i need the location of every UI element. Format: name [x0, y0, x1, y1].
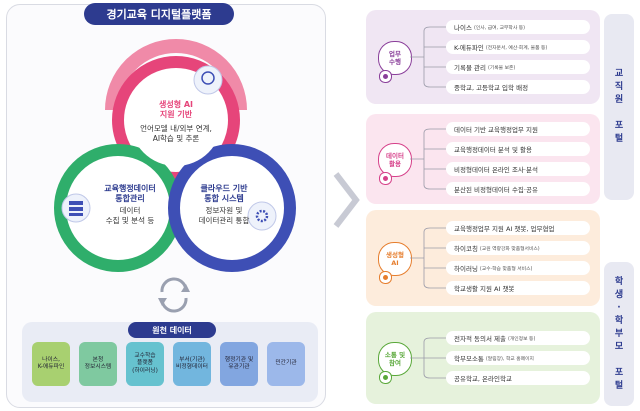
source-item-label: 교수학습: [134, 352, 156, 359]
service-item: 하이코칭(교원 역량강화 맞춤형서비스): [446, 241, 590, 255]
service-item: 전자적 동의서 제출(개인정보 등): [446, 331, 590, 345]
service-item-label: 기록물 관리: [454, 64, 486, 72]
service-item-sublabel: (교수·학습 맞춤형 서비스): [479, 266, 533, 272]
service-group-badge-label: AI: [391, 259, 399, 267]
bracket-connector: [410, 337, 446, 379]
source-item-label: 비정형데이터: [176, 364, 208, 370]
top-circle-ring: [105, 39, 247, 111]
service-group-badge-label: 데이터: [386, 152, 404, 160]
service-item-label: 비정형데이터 온라인 조사·분석: [454, 166, 538, 174]
service-group-badge-label: 수행: [389, 58, 401, 66]
source-item: 부서(기관)비정형데이터: [173, 342, 211, 386]
service-item: 교육행정업무 지원 AI 챗봇, 업무협업: [446, 221, 590, 235]
source-item-label: 나이스,: [42, 356, 60, 363]
service-item-label: 하이코칭: [454, 245, 478, 253]
bracket-connector: [410, 26, 446, 88]
page-title: 경기교육 디지털플랫폼: [84, 3, 234, 25]
source-item-label: 플랫폼: [136, 360, 153, 367]
bracket-connector: [410, 128, 446, 190]
source-item-label: (하이러닝): [132, 367, 158, 374]
service-item-label: 나이스: [454, 24, 472, 32]
source-item-label: 부서(기관): [179, 356, 205, 363]
cycle-arrows-icon: [158, 277, 190, 313]
service-item-label: 데이터 기반 교육행정업무 지원: [454, 126, 538, 134]
service-item-sublabel: (기록물 보존): [487, 65, 516, 71]
service-group-badge-label: 생성형: [386, 251, 404, 259]
connector-dot-icon: [379, 70, 392, 83]
service-item: 학교생활 지원 AI 챗봇: [446, 281, 590, 295]
service-group-badge-label: 참여: [389, 359, 401, 367]
gear-icon: [247, 201, 277, 231]
service-group-badge-label: 업무: [389, 50, 401, 58]
service-item-label: 중학교, 고등학교 입학 배정: [454, 84, 529, 92]
source-item-label: 민간기관: [275, 360, 297, 367]
source-item-label: K-에듀파인: [37, 364, 65, 370]
service-item-label: 하이러닝: [454, 265, 478, 273]
connector-dot-icon: [379, 371, 392, 384]
service-item-label: 분산된 비정형데이터 수집·공유: [454, 186, 538, 194]
ai-head-icon: [193, 65, 223, 95]
service-item: 데이터 기반 교육행정업무 지원: [446, 122, 590, 136]
platform-diagram: [54, 39, 296, 313]
service-item-sublabel: (개인정보 등): [507, 336, 536, 342]
service-item: K-에듀파인(전자문서, 예산·회계, 물품 등): [446, 40, 590, 54]
service-item-label: K-에듀파인: [454, 44, 484, 52]
service-item-sublabel: (교원 역량강화 맞춤형서비스): [479, 246, 540, 252]
service-item: 공유학교, 온라인학교: [446, 371, 590, 385]
source-item: 민간기관: [267, 342, 305, 386]
service-item-sublabel: (인사, 급여, 교무학사 등): [473, 25, 526, 31]
service-item: 하이러닝(교수·학습 맞춤형 서비스): [446, 261, 590, 275]
source-data-title: 원천 데이터: [128, 322, 216, 338]
bracket-connector: [410, 227, 446, 289]
service-item-label: 전자적 동의서 제출: [454, 335, 506, 343]
service-item-label: 학부모소통: [454, 355, 484, 363]
service-item: 기록물 관리(기록물 보존): [446, 60, 590, 74]
service-item: 학부모소통(알림장), 학교 홈페이지: [446, 351, 590, 365]
service-item: 교육행정데이터 분석 및 활용: [446, 142, 590, 156]
right-circle-text: 클라우드 기반 통합 시스템 정보자원 및 데이터관리 통합: [198, 184, 250, 225]
source-item-label: 정보시스템: [84, 364, 112, 370]
service-item: 분산된 비정형데이터 수집·공유: [446, 182, 590, 196]
service-group-badge-label: 소통 및: [384, 351, 406, 359]
service-item-label: 학교생활 지원 AI 챗봇: [454, 285, 515, 293]
source-item-label: 행정기관 및: [224, 356, 254, 363]
connector-dot-icon: [379, 271, 392, 284]
service-item: 중학교, 고등학교 입학 배정: [446, 80, 590, 94]
service-item-sublabel: (알림장), 학교 홈페이지: [485, 356, 534, 362]
connector-dot-icon: [379, 172, 392, 185]
service-group-badge-label: 활용: [389, 160, 401, 168]
service-item-label: 공유학교, 온라인학교: [454, 375, 512, 383]
source-item-label: 본청: [92, 356, 104, 363]
chevron-right-icon: [333, 172, 360, 228]
source-item: 나이스,K-에듀파인: [32, 342, 70, 386]
top-circle-text: 생성형 AI 지원 기반 언어모델 내/외부 연계, AI학습 및 추론: [140, 100, 212, 143]
service-item: 나이스(인사, 급여, 교무학사 등): [446, 20, 590, 34]
service-item: 비정형데이터 온라인 조사·분석: [446, 162, 590, 176]
service-item-label: 교육행정데이터 분석 및 활용: [454, 146, 532, 154]
service-item-sublabel: (전자문서, 예산·회계, 물품 등): [485, 45, 548, 51]
source-item-label: 유관기관: [228, 364, 250, 370]
left-circle-text: 교육행정데이터 통합관리 데이터 수집 및 분석 등: [104, 184, 156, 225]
service-item-label: 교육행정업무 지원 AI 챗봇, 업무협업: [454, 225, 555, 233]
